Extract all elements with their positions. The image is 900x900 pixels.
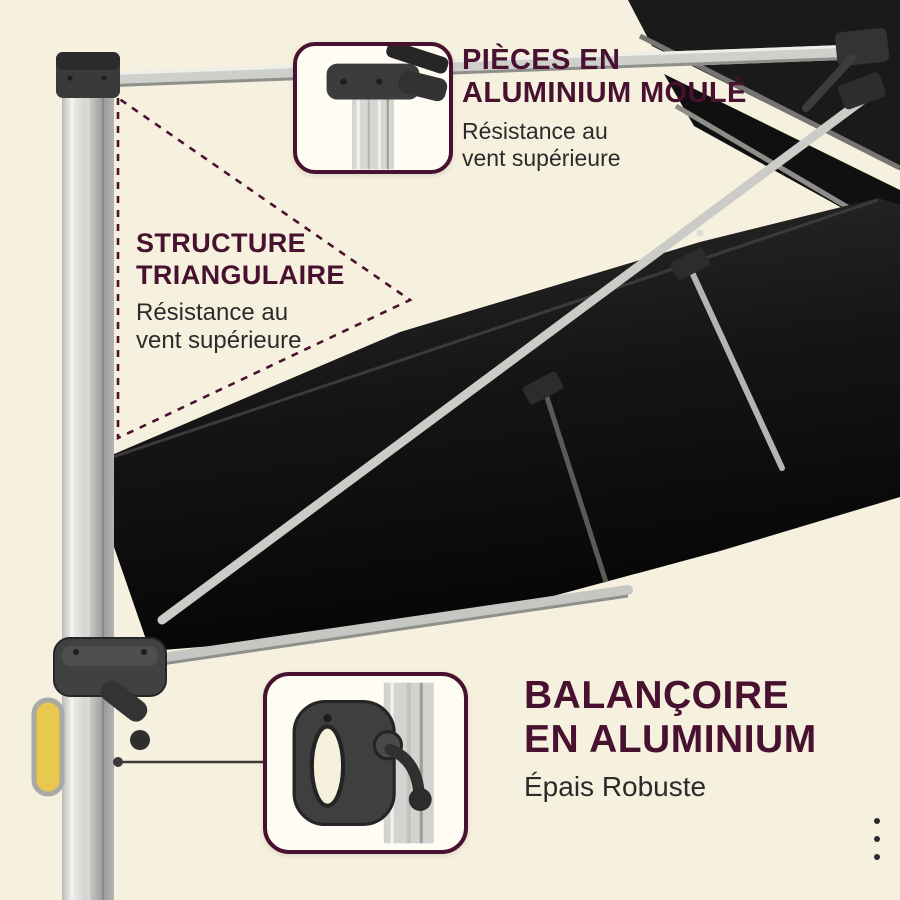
annotation-aluminium-crank: BALANÇOIRE EN ALUMINIUM Épais Robuste bbox=[524, 674, 894, 803]
triangular-structure-subtitle: Résistance au vent supérieure bbox=[136, 299, 466, 356]
callout-box-cast-aluminium bbox=[293, 42, 453, 174]
aluminium-crank-title: BALANÇOIRE EN ALUMINIUM bbox=[524, 674, 894, 761]
subtitle-line: Résistance au bbox=[462, 117, 608, 144]
dot bbox=[874, 854, 880, 860]
vertical-ellipsis-icon bbox=[874, 818, 880, 860]
subtitle-line: vent supérieure bbox=[136, 327, 302, 355]
crank-handle-closeup-icon bbox=[292, 682, 434, 844]
cast-aluminium-subtitle: Résistance au vent supérieure bbox=[462, 118, 892, 173]
cast-aluminium-title: PIÈCES EN ALUMINIUM MOULÉ bbox=[462, 44, 892, 111]
annotation-cast-aluminium: PIÈCES EN ALUMINIUM MOULÉ Résistance au … bbox=[462, 44, 892, 173]
cast-aluminium-closeup-icon bbox=[326, 46, 449, 170]
title-line: STRUCTURE bbox=[136, 228, 307, 258]
dot bbox=[874, 836, 880, 842]
aluminium-crank-subtitle: Épais Robuste bbox=[524, 771, 894, 803]
dot bbox=[874, 818, 880, 824]
title-line: ALUMINIUM MOULÉ bbox=[462, 77, 747, 110]
callout-box-crank-handle bbox=[263, 672, 468, 854]
subtitle-line: Résistance au bbox=[136, 298, 289, 326]
subtitle-line: vent supérieure bbox=[462, 145, 621, 172]
subtitle-line: Épais Robuste bbox=[524, 771, 707, 803]
title-line: TRIANGULAIRE bbox=[136, 259, 345, 290]
triangular-structure-title: STRUCTURE TRIANGULAIRE bbox=[136, 228, 466, 292]
annotation-triangular-structure: STRUCTURE TRIANGULAIRE Résistance au ven… bbox=[136, 228, 466, 355]
title-line: BALANÇOIRE bbox=[524, 674, 789, 717]
title-line: PIÈCES EN bbox=[462, 44, 621, 76]
title-line: EN ALUMINIUM bbox=[524, 717, 817, 761]
